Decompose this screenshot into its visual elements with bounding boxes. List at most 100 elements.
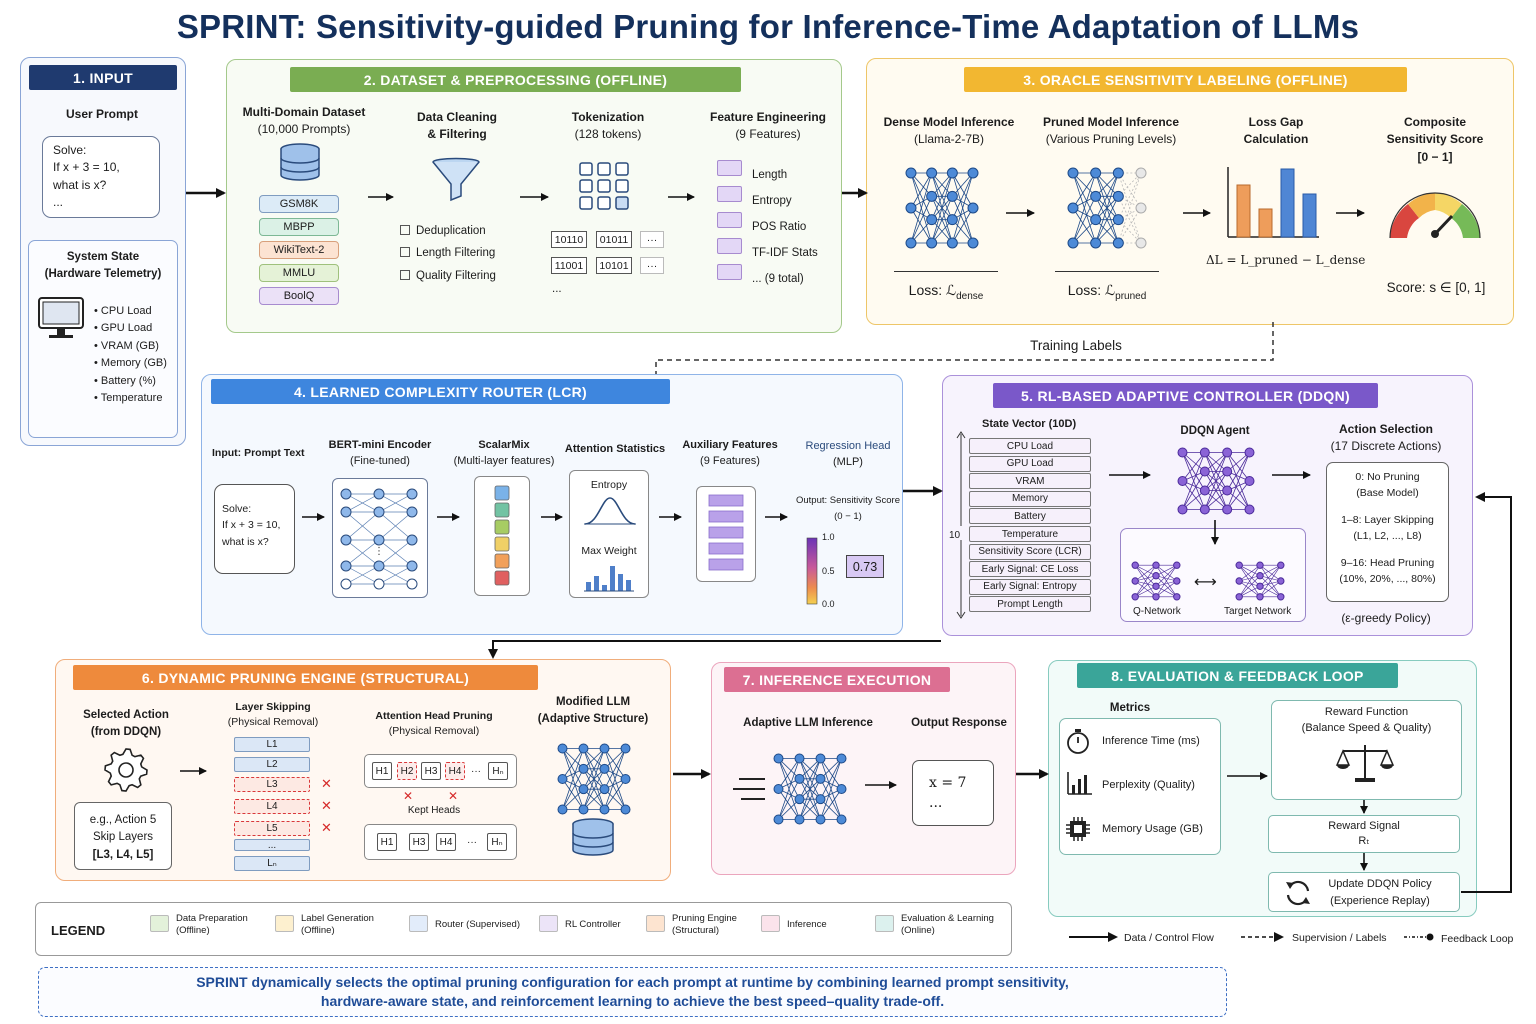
target-network-label: Target Network <box>1224 606 1292 617</box>
gap-title-line: Calculation <box>1243 132 1309 147</box>
modified-title-line: (Adaptive Structure) <box>537 712 649 725</box>
kept-heads-label: Kept Heads <box>407 805 461 816</box>
legend-swatch <box>275 915 294 932</box>
state-vector-item: Sensitivity Score (LCR) <box>969 543 1091 560</box>
modified-llm-title: Modified LLM (Adaptive Structure) <box>532 694 654 727</box>
attention-head: Hₙ <box>487 833 507 851</box>
checkbox-label: Length Filtering <box>416 247 496 260</box>
legend-label-line: RL Controller <box>565 919 621 930</box>
state-vector-item: Early Signal: Entropy <box>969 578 1091 595</box>
legend-box <box>35 902 1012 956</box>
dataset-chip: GSM8K <box>259 195 339 213</box>
action-line: (L1, L2, ..., L8) <box>1353 529 1422 542</box>
footer-summary: SPRINT dynamically selects the optimal p… <box>38 973 1227 1011</box>
router-prompt-text: Solve: If x + 3 = 10, what is x? <box>222 501 280 550</box>
dense-title-line: (Llama-2-7B) <box>913 132 985 147</box>
aux-features-stack <box>708 494 744 571</box>
ribbon-ddqn: 5. RL-BASED ADAPTIVE CONTROLLER (DDQN) <box>993 383 1378 408</box>
attention-head: H3 <box>421 762 441 780</box>
state-vector-item: GPU Load <box>969 455 1091 472</box>
entropy-curve-icon <box>584 497 636 525</box>
dataset-title: Multi-Domain Dataset (10,000 Prompts) <box>232 104 376 139</box>
action-selection-title: Action Selection (17 Discrete Actions) <box>1316 421 1456 456</box>
state-vector-item: Early Signal: CE Loss <box>969 561 1091 578</box>
feature-item: Length <box>752 169 788 181</box>
legend-swatch <box>875 915 894 932</box>
token-ellipsis: ... <box>552 283 562 295</box>
loss-gap-bar-icon <box>1227 167 1319 238</box>
legend-label-line: Pruning Engine <box>672 913 737 924</box>
max-weight-label: Max Weight <box>581 545 637 557</box>
action-line: 0: No Pruning <box>1355 471 1420 483</box>
cleaning-title-line: & Filtering <box>427 127 487 142</box>
refresh-cycle-icon <box>1286 880 1310 906</box>
scalarmix-title: ScalarMix (Multi-layer features) <box>452 438 556 470</box>
feature-swatch <box>717 186 742 202</box>
metric-item: Memory Usage (GB) <box>1102 823 1203 835</box>
update-policy-text: Update DDQN Policy (Experience Replay) <box>1310 876 1450 909</box>
example-line: e.g., Action 5 <box>89 814 157 826</box>
selected-action-title: Selected Action (from DDQN) <box>70 707 182 740</box>
action-item: 9–16: Head Pruning (10%, 20%, ..., 80%) <box>1326 556 1449 588</box>
legend-label-line: Evaluation & Learning <box>901 913 994 924</box>
metric-item: Inference Time (ms) <box>1102 735 1200 747</box>
gap-title: Loss Gap Calculation <box>1222 114 1330 149</box>
legend-supervision-label: Supervision / Labels <box>1292 932 1387 944</box>
pruned-loss-rule <box>1055 271 1159 272</box>
layer-title-line: Layer Skipping <box>235 701 311 713</box>
composite-title-line: Sensitivity Score <box>1386 132 1484 147</box>
layer-skipping-title: Layer Skipping (Physical Removal) <box>214 700 332 730</box>
feature-item: TF-IDF Stats <box>752 247 818 259</box>
network-sync-arrow-icon: ⟷ <box>1194 574 1217 591</box>
ddqn-agent-title: DDQN Agent <box>1180 425 1250 437</box>
layer-block: L2 <box>234 757 310 772</box>
balance-scale-icon <box>1335 745 1395 782</box>
dense-title-line: Dense Model Inference <box>883 115 1015 129</box>
legend-title: LEGEND <box>51 923 106 938</box>
ribbon-inference: 7. INFERENCE EXECUTION <box>724 667 950 692</box>
attention-head: H1 <box>377 833 397 851</box>
score-text: Score: s ∈ [0, 1] <box>1386 280 1486 295</box>
legend-swatch <box>646 915 665 932</box>
stopwatch-icon <box>1067 729 1089 754</box>
dense-title: Dense Model Inference (Llama-2-7B) <box>872 114 1026 149</box>
action-title-line: Action Selection <box>1338 422 1433 436</box>
pruned-loss: Loss: ℒpruned <box>1055 280 1159 304</box>
q-network-icon <box>1131 561 1181 601</box>
reward-signal-box <box>1268 815 1460 853</box>
legend-label-line: Data Preparation <box>176 913 248 924</box>
legend-solid-arrow-icon <box>1069 932 1118 942</box>
model-database-icon <box>572 818 614 856</box>
features-title: Feature Engineering (9 Features) <box>700 109 836 144</box>
regression-output: Output: Sensitivity Score (0 − 1) <box>793 493 903 525</box>
feature-list: Length Entropy POS Ratio TF-IDF Stats ..… <box>752 162 818 292</box>
state-dimension-bracket <box>953 431 969 619</box>
feature-swatch <box>717 212 742 228</box>
page-title: SPRINT: Sensitivity-guided Pruning for I… <box>176 8 1360 45</box>
output-response-text: x = 7 ... <box>929 773 966 814</box>
action-line: (10%, 20%, ..., 80%) <box>1339 572 1436 585</box>
bar-chart-icon <box>1067 772 1092 795</box>
prompt-line: what is x? <box>222 535 269 548</box>
layer-block-skipped: L5 <box>234 821 310 836</box>
ribbon-router: 4. LEARNED COMPLEXITY ROUTER (LCR) <box>211 379 670 404</box>
cleaning-title: Data Cleaning & Filtering <box>392 109 522 144</box>
composite-title-line: [0 − 1] <box>1417 149 1453 164</box>
token-box: 10110 <box>551 231 587 248</box>
colorbar-tick-mid: 0.5 <box>822 566 835 576</box>
pruned-title: Pruned Model Inference (Various Pruning … <box>1034 114 1188 149</box>
legend-label: Inference <box>787 919 827 931</box>
svg-text:⋮: ⋮ <box>374 546 384 557</box>
features-title-line: Feature Engineering <box>709 110 827 124</box>
dense-loss: Loss: ℒdense <box>894 280 998 304</box>
prompt-line: If x + 3 = 10, <box>53 160 120 175</box>
head-title-line: (Physical Removal) <box>388 725 480 738</box>
selected-title-line: (from DDQN) <box>90 725 162 738</box>
legend-flow-label: Data / Control Flow <box>1124 932 1214 944</box>
gap-formula: ΔL = L_pruned − L_dense <box>1206 253 1366 267</box>
layer-block: L1 <box>234 737 310 752</box>
checkbox-item: Length Filtering <box>400 242 496 264</box>
system-state-line: (Hardware Telemetry) <box>44 267 162 280</box>
tokenization-title-line: Tokenization <box>571 110 645 124</box>
attention-head: H4 <box>436 833 456 851</box>
